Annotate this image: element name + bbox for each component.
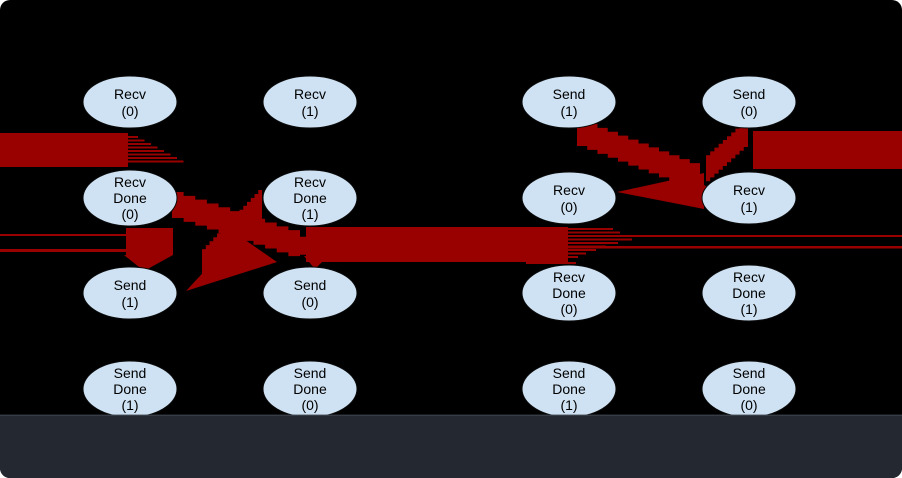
center-bar-right-taper (568, 231, 620, 234)
node-ellipse (82, 169, 178, 227)
node-recv-0--c1: Recv(0) (82, 75, 178, 129)
node-send-0--c4: Send(0) (701, 75, 797, 129)
arrow-into-send0-head (304, 256, 328, 269)
node-recv-0--c3: Recv(0) (521, 171, 617, 225)
node-ellipse (701, 264, 797, 322)
bottom-bar (0, 415, 902, 478)
node-label: Send(0) (294, 277, 327, 310)
node-label: Recv(1) (733, 182, 765, 215)
node-label: Send(1) (553, 86, 586, 119)
node-recv-1--c4: Recv(1) (701, 171, 797, 225)
arrow-left-offscreen-bar-taper (128, 150, 164, 152)
node-ellipse (701, 171, 797, 225)
arrow-into-send1-head (124, 255, 173, 271)
node-ellipse (262, 266, 358, 320)
center-bar-right-taper (568, 249, 596, 251)
arrow-left-thin-taper-1 (0, 234, 128, 236)
node-ellipse (521, 171, 617, 225)
arrow-left-offscreen-bar-taper (128, 143, 151, 145)
arrow-left-offscreen-bar-taper (128, 153, 171, 156)
arrow-left-offscreen-bar-taper (128, 157, 177, 159)
node-recv-1--c2: Recv(1) (262, 75, 358, 129)
arrow-left-offscreen-bar-taper (128, 136, 138, 138)
node-ellipse (82, 75, 178, 129)
thin-line-to-right-edge-1 (568, 235, 902, 237)
node-ellipse (262, 75, 358, 129)
node-send-1--c1: Send(1) (82, 266, 178, 320)
center-bar-right-taper (568, 242, 618, 244)
arrow-left-thin-taper-2 (0, 249, 128, 252)
arrow-left-offscreen-bar-taper (128, 139, 145, 142)
center-bar-tail-1 (502, 258, 568, 260)
node-send-0--c2: Send(0) (262, 266, 358, 320)
center-bar-right-taper (568, 238, 632, 241)
thin-line-to-right-edge-2 (568, 246, 902, 249)
center-bar-left-taper (262, 224, 306, 259)
center-bar-right-taper (568, 228, 613, 230)
center-bar (306, 227, 568, 262)
node-ellipse (82, 266, 178, 320)
center-bar-right-taper (568, 256, 578, 258)
arrow-left-offscreen-bar-taper (128, 146, 158, 149)
node-ellipse (521, 75, 617, 129)
bottom-bar-top-edge (0, 414, 902, 416)
edge-send0-to-recv0 (706, 121, 748, 185)
edge-send1-to-recv1 (577, 120, 700, 193)
edge-send0-to-recv0-head (617, 173, 704, 209)
node-label: Recv(0) (553, 182, 585, 215)
node-ellipse (701, 75, 797, 129)
node-send-1--c3: Send(1) (521, 75, 617, 129)
center-bar-right-taper (568, 252, 586, 255)
node-ellipse (262, 169, 358, 227)
edge-recvdone1-to-send1-head (186, 235, 277, 291)
node-ellipse (521, 264, 617, 322)
node-label: Send(1) (114, 277, 147, 310)
arrow-into-send1-shaft (126, 228, 173, 255)
arrow-left-offscreen-bar (0, 133, 128, 167)
center-bar-tail-2 (526, 262, 576, 264)
arrow-left-offscreen-bar-taper (128, 160, 184, 163)
node-label: Send(0) (733, 86, 766, 119)
node-label: Recv(1) (294, 86, 326, 119)
arrow-right-offscreen-bar (753, 131, 902, 169)
node-label: Recv(0) (114, 86, 146, 119)
